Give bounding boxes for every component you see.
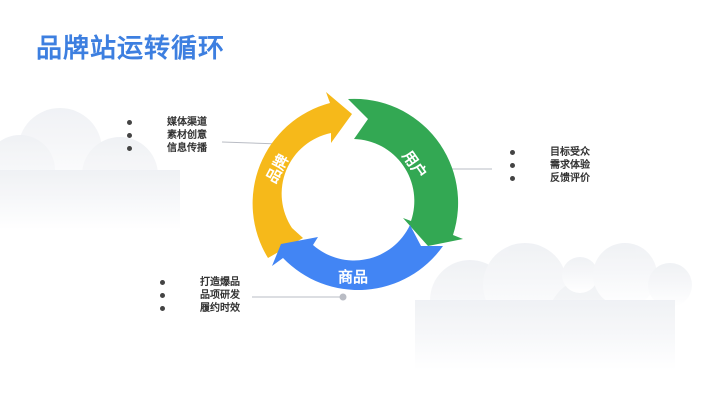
page-title: 品牌站运转循环 [36,34,226,64]
cloud-top-left [0,108,180,230]
brand-connector-line [221,141,281,145]
bullet-item: 品项研发 [160,289,240,302]
bullet-item: 打造爆品 [160,276,240,289]
brand-bullet-list: 媒体渠道 素材创意 信息传播 [127,116,207,155]
bullet-item: 目标受众 [510,146,590,159]
bullet-item: 素材创意 [127,129,207,142]
bullet-item: 需求体验 [510,159,590,172]
bullet-item: 信息传播 [127,142,207,155]
user-bullet-list: 目标受众 需求体验 反馈评价 [510,146,590,185]
bullet-item: 反馈评价 [510,172,590,185]
brand-segment-arrow [252,92,352,258]
product-segment-arrow [272,225,443,291]
bullet-item: 履约时效 [160,302,240,315]
bullet-item: 媒体渠道 [127,116,207,129]
cloud-bottom-right [415,243,692,370]
user-segment-arrow [348,98,463,246]
product-bullet-list: 打造爆品 品项研发 履约时效 [160,276,240,315]
product-segment-label: 商品 [338,268,369,286]
